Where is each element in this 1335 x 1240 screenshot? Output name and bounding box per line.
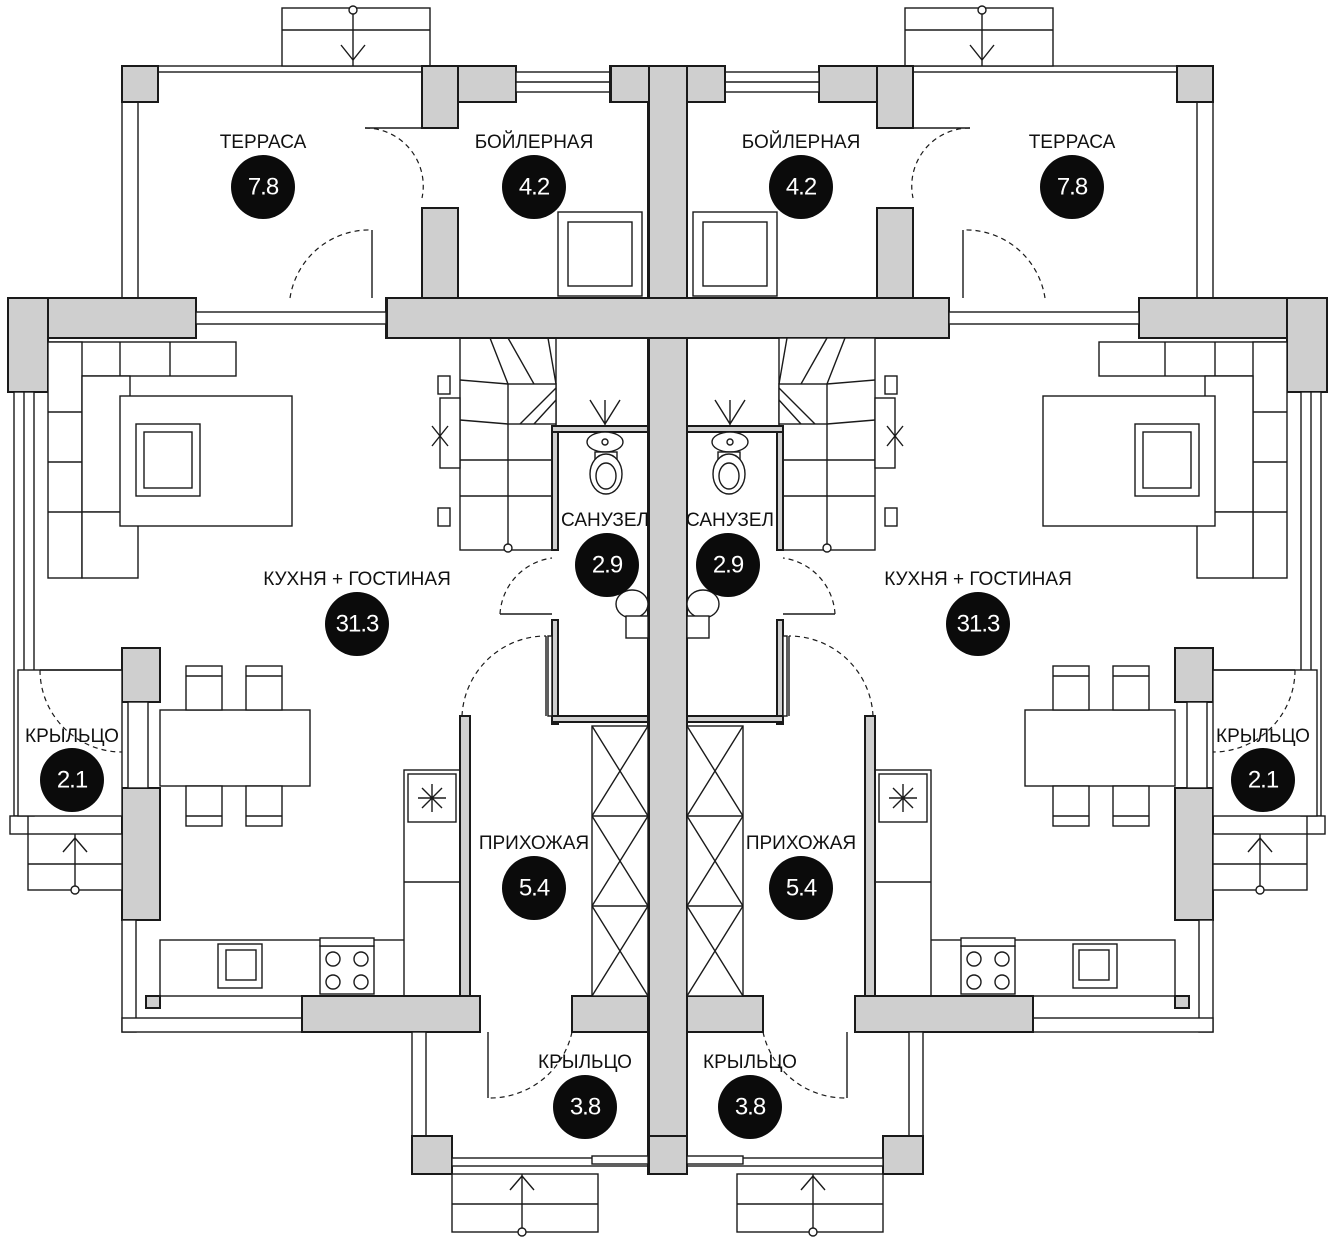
- window: [121, 919, 137, 1033]
- room-label-porch-front-right: КРЫЛЬЦО 3.8: [703, 1052, 797, 1139]
- svg-text:7.8: 7.8: [248, 174, 279, 201]
- wall: [551, 619, 559, 725]
- chair: [185, 785, 223, 827]
- svg-text:КРЫЛЬЦО: КРЫЛЬЦО: [538, 1052, 632, 1073]
- room-label-kitchen-left: КУХНЯ + ГОСТИНАЯ 31.3: [263, 569, 451, 656]
- room-label-boiler-left: БОЙЛЕРНАЯ 4.2: [475, 131, 594, 219]
- room-label-bath-left: САНУЗЕЛ 2.9: [561, 510, 649, 597]
- svg-text:КРЫЛЬЦО: КРЫЛЬЦО: [703, 1052, 797, 1073]
- porch-post: [9, 815, 29, 835]
- wall: [7, 297, 49, 393]
- svg-text:САНУЗЕЛ: САНУЗЕЛ: [686, 510, 774, 531]
- svg-text:4.2: 4.2: [519, 174, 550, 201]
- door: [127, 701, 149, 789]
- room-label-bath-right: САНУЗЕЛ 2.9: [686, 510, 774, 597]
- wall: [571, 995, 649, 1033]
- window: [121, 1017, 303, 1033]
- svg-text:7.8: 7.8: [1057, 174, 1088, 201]
- porch-rail: [411, 1031, 427, 1137]
- svg-text:ТЕРРАСА: ТЕРРАСА: [220, 132, 307, 153]
- rug: [119, 395, 293, 527]
- svg-text:4.2: 4.2: [786, 174, 817, 201]
- chair: [245, 665, 283, 711]
- svg-text:5.4: 5.4: [786, 875, 817, 902]
- porch-post: [411, 1135, 453, 1175]
- svg-text:ПРИХОЖАЯ: ПРИХОЖАЯ: [746, 833, 856, 854]
- room-label-boiler-right: БОЙЛЕРНАЯ 4.2: [742, 131, 861, 219]
- svg-text:31.3: 31.3: [957, 611, 1000, 638]
- wall: [421, 207, 459, 309]
- svg-text:3.8: 3.8: [570, 1094, 601, 1121]
- svg-text:КУХНЯ + ГОСТИНАЯ: КУХНЯ + ГОСТИНАЯ: [263, 569, 451, 590]
- wall: [145, 995, 161, 1009]
- svg-text:2.1: 2.1: [1248, 767, 1279, 794]
- room-label-kitchen-right: КУХНЯ + ГОСТИНАЯ 31.3: [884, 569, 1072, 656]
- svg-text:5.4: 5.4: [519, 875, 550, 902]
- wall: [551, 425, 649, 433]
- svg-text:3.8: 3.8: [735, 1094, 766, 1121]
- room-label-porch-side-left: КРЫЛЬЦО 2.1: [25, 726, 119, 812]
- svg-text:САНУЗЕЛ: САНУЗЕЛ: [561, 510, 649, 531]
- terrace-post: [121, 65, 159, 103]
- svg-text:2.1: 2.1: [57, 767, 88, 794]
- wall: [421, 65, 459, 129]
- console: [439, 397, 461, 469]
- chair: [185, 665, 223, 711]
- svg-text:БОЙЛЕРНАЯ: БОЙЛЕРНАЯ: [742, 131, 861, 153]
- left-unit: [7, 5, 949, 1237]
- porch-steps: [451, 1173, 599, 1233]
- washbasin-2: [615, 589, 649, 619]
- svg-text:БОЙЛЕРНАЯ: БОЙЛЕРНАЯ: [475, 131, 594, 153]
- room-label-terrace-left: ТЕРРАСА 7.8: [220, 132, 307, 219]
- wall: [551, 715, 649, 723]
- washbasin: [586, 431, 624, 453]
- svg-text:2.9: 2.9: [592, 552, 623, 579]
- terrace-rail: [121, 65, 423, 73]
- room-label-hall-right: ПРИХОЖАЯ 5.4: [746, 833, 856, 920]
- svg-text:КРЫЛЬЦО: КРЫЛЬЦО: [1216, 726, 1310, 747]
- svg-text:31.3: 31.3: [336, 611, 379, 638]
- room-label-porch-front-left: КРЫЛЬЦО 3.8: [538, 1052, 632, 1139]
- room-label-porch-side-right: КРЫЛЬЦО 2.1: [1216, 726, 1310, 812]
- wall: [121, 787, 161, 921]
- room-label-terrace-right: ТЕРРАСА 7.8: [1029, 132, 1116, 219]
- room-label-hall-left: ПРИХОЖАЯ 5.4: [479, 833, 589, 920]
- wall: [459, 715, 471, 997]
- window: [195, 311, 387, 325]
- svg-text:КУХНЯ + ГОСТИНАЯ: КУХНЯ + ГОСТИНАЯ: [884, 569, 1072, 590]
- wall: [121, 647, 161, 703]
- svg-text:2.9: 2.9: [713, 552, 744, 579]
- chair: [245, 785, 283, 827]
- wall: [301, 995, 481, 1033]
- wall: [551, 425, 559, 551]
- svg-text:ПРИХОЖАЯ: ПРИХОЖАЯ: [479, 833, 589, 854]
- svg-text:ТЕРРАСА: ТЕРРАСА: [1029, 132, 1116, 153]
- svg-text:КРЫЛЬЦО: КРЫЛЬЦО: [25, 726, 119, 747]
- dining-table: [159, 709, 311, 787]
